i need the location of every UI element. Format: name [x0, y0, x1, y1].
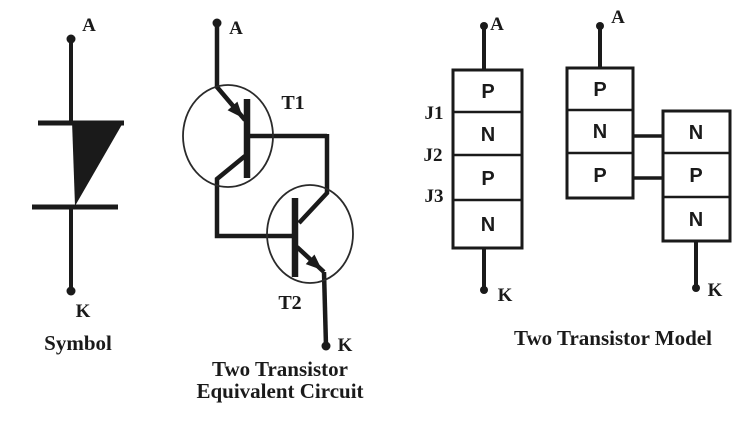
junction-j1-label: J1 — [425, 103, 444, 124]
stack-cathode-label: K — [498, 285, 513, 306]
npn-layer-p: P — [689, 165, 702, 187]
pnp-layer-n: N — [593, 121, 607, 143]
symbol-caption: Symbol — [44, 331, 112, 355]
symbol-triangle — [72, 121, 124, 206]
pnp-layer-p2: P — [593, 165, 606, 187]
split-anode-label: A — [611, 7, 625, 28]
circuit-cathode-label: K — [338, 335, 353, 356]
npn-layer-n1: N — [689, 122, 703, 144]
t1-emitter-arrow-icon — [227, 101, 243, 118]
t2-circle — [266, 184, 354, 284]
t1-circle — [182, 84, 274, 188]
symbol-cathode-terminal-dot — [66, 286, 76, 296]
symbol-anode-label: A — [82, 15, 96, 36]
stack-anode-label: A — [490, 14, 504, 35]
t1-collector-to-t2-base-wire — [214, 154, 293, 239]
four-layer-stack: A P N P N J1 J2 J3 K — [424, 14, 524, 306]
t2-collector-wire — [297, 134, 330, 225]
t2-label: T2 — [278, 292, 301, 314]
circuit-anode-label: A — [229, 18, 243, 39]
pnp-stack-outline — [565, 66, 635, 200]
npn-layer-n2: N — [689, 209, 703, 231]
circuit-cathode-terminal-dot — [321, 341, 331, 351]
t2-cathode-lead — [321, 271, 329, 347]
stack-layer-p2: P — [481, 168, 494, 190]
circuit-caption-line1: Two Transistor — [212, 357, 348, 381]
split-cathode-terminal-dot — [692, 284, 700, 292]
stack-layer-n2: N — [481, 214, 495, 236]
junction-j2-label: J2 — [424, 145, 443, 166]
stack-cathode-terminal-dot — [480, 286, 488, 294]
transistor-model-diagram: A P N P N J1 J2 J3 K A — [424, 7, 732, 350]
symbol-diagram: A K Symbol — [32, 15, 124, 355]
pnp-layer-p1: P — [593, 79, 606, 101]
t1-label: T1 — [281, 92, 304, 114]
equivalent-circuit-diagram: A T1 T2 K Two Transistor Equivalent Circ… — [182, 18, 364, 403]
split-stacks: A P N P N P N K — [565, 7, 732, 301]
t2-emitter-arrow-icon — [305, 254, 322, 270]
split-cathode-label: K — [708, 280, 723, 301]
junction-j3-label: J3 — [425, 186, 444, 207]
stack-outline — [451, 68, 524, 250]
stack-layer-n1: N — [481, 124, 495, 146]
transistor-model-caption: Two Transistor Model — [514, 326, 712, 350]
circuit-caption-line2: Equivalent Circuit — [196, 379, 363, 403]
stack-layer-p1: P — [481, 81, 494, 103]
symbol-cathode-label: K — [76, 301, 91, 322]
